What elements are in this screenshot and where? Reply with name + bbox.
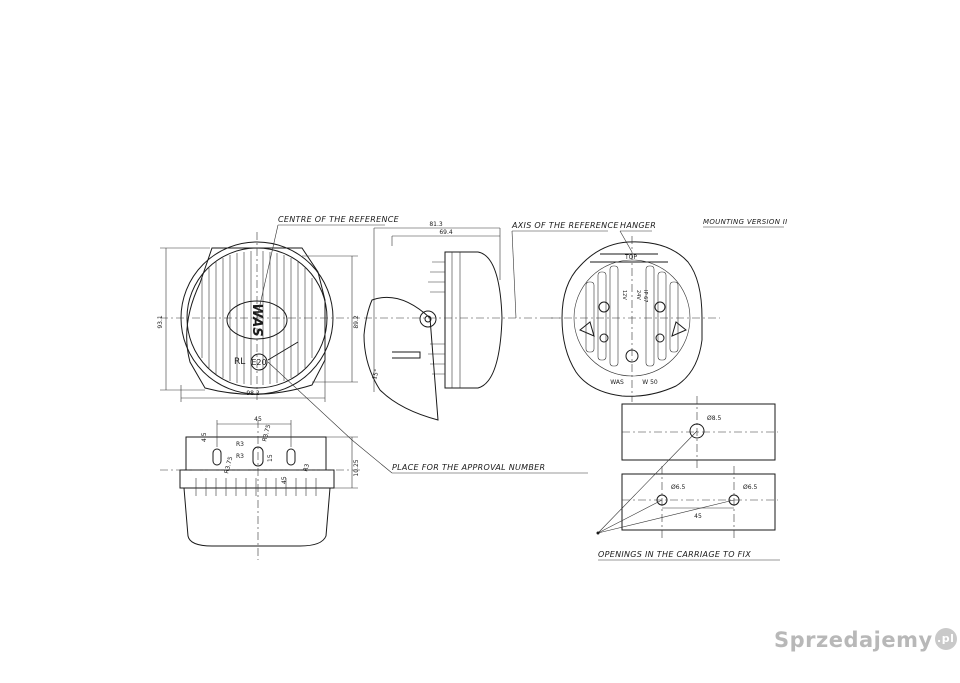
carriage-hole-right-label: Ø6.5 — [743, 484, 757, 491]
side-lamp-body — [444, 251, 503, 389]
label-approval-number: PLACE FOR THE APPROVAL NUMBER — [392, 463, 545, 472]
carriage-top-rail — [621, 403, 776, 461]
rear-hanger — [590, 253, 668, 263]
bottom-dim-spacing: 45 — [254, 416, 262, 423]
bottom-dim-r375-a: R3.75 — [261, 424, 272, 443]
side-fins — [428, 261, 445, 375]
bottom-flange — [179, 469, 335, 489]
carriage-hole-left — [656, 494, 668, 506]
bottom-dim-height: 10.25 — [353, 459, 360, 476]
side-cable — [392, 351, 421, 359]
label-hanger: HANGER — [620, 221, 656, 230]
bottom-dim-15: 15 — [267, 454, 274, 462]
rear-top: TOP — [624, 254, 637, 261]
bottom-dim-r3-b: R3 — [236, 453, 244, 460]
carriage-hole-top — [689, 423, 705, 439]
rear-model: W 50 — [642, 379, 658, 386]
carriage-bottom-rail — [621, 473, 776, 531]
watermark-logo: Sprzedajemy.pl — [774, 628, 957, 652]
side-dim-angle: 15° — [371, 368, 381, 380]
carriage-openings: Ø8.5 Ø6.5 Ø6.5 45 — [596, 396, 778, 538]
bottom-dim-r3-c: R3 — [302, 463, 311, 473]
bottom-dim-r3-a: R3 — [236, 441, 244, 448]
front-dim-height-right: 89.2 — [353, 315, 360, 329]
watermark-pl-badge: .pl — [934, 628, 957, 650]
bottom-ribs — [195, 478, 317, 496]
label-axis-of-reference: AXIS OF THE REFERENCE — [511, 221, 619, 230]
front-mark-rl: RL — [234, 357, 245, 367]
side-dim-depth-body: 69.4 — [439, 229, 453, 236]
carriage-hole-right — [728, 494, 740, 506]
side-pivot — [419, 310, 437, 328]
front-cable — [267, 341, 299, 361]
carriage-hole-left-label: Ø6.5 — [671, 484, 685, 491]
front-dim-height-left: 93.1 — [157, 315, 164, 329]
front-logo: WAS — [249, 303, 264, 336]
bottom-dim-45-small: 4.5 — [201, 432, 208, 442]
carriage-hole-top-label: Ø8.5 — [707, 415, 721, 422]
front-mark-e20: E20 — [251, 358, 266, 367]
label-mounting-version: MOUNTING VERSION II — [703, 218, 788, 226]
bottom-body — [183, 487, 331, 547]
front-view: WAS RL E20 93.1 89.2 98.2 — [157, 232, 360, 402]
front-housing — [186, 247, 326, 395]
bottom-dim-r375-b: R3.75 — [223, 456, 234, 475]
side-bracket — [363, 296, 439, 421]
side-dim-depth-total: 81.3 — [429, 221, 443, 228]
rear-view: TOP WAS W 50 12V 24V IP 67 — [548, 236, 720, 402]
bottom-view: 45 R3 R3 R3 R3.75 R3.75 15 4.5 45 10.25 — [160, 416, 360, 560]
front-dim-width: 98.2 — [246, 390, 260, 397]
side-view: 81.3 69.4 15° — [363, 221, 560, 421]
rear-text-2: IP 67 — [642, 290, 648, 302]
watermark-text: Sprzedajemy — [774, 628, 933, 652]
bottom-dim-45-b: 45 — [281, 476, 288, 484]
label-openings: OPENINGS IN THE CARRIAGE TO FIX — [598, 550, 751, 559]
carriage-spacing: 45 — [694, 513, 702, 520]
rear-was: WAS — [610, 379, 624, 386]
rear-housing — [561, 241, 703, 397]
front-mark-e-circle — [250, 353, 268, 371]
label-centre-of-reference: CENTRE OF THE REFERENCE — [278, 215, 400, 224]
rear-text-0: 12V — [621, 290, 627, 300]
rear-fins — [585, 265, 679, 367]
rear-text-1: 24V — [635, 290, 641, 300]
